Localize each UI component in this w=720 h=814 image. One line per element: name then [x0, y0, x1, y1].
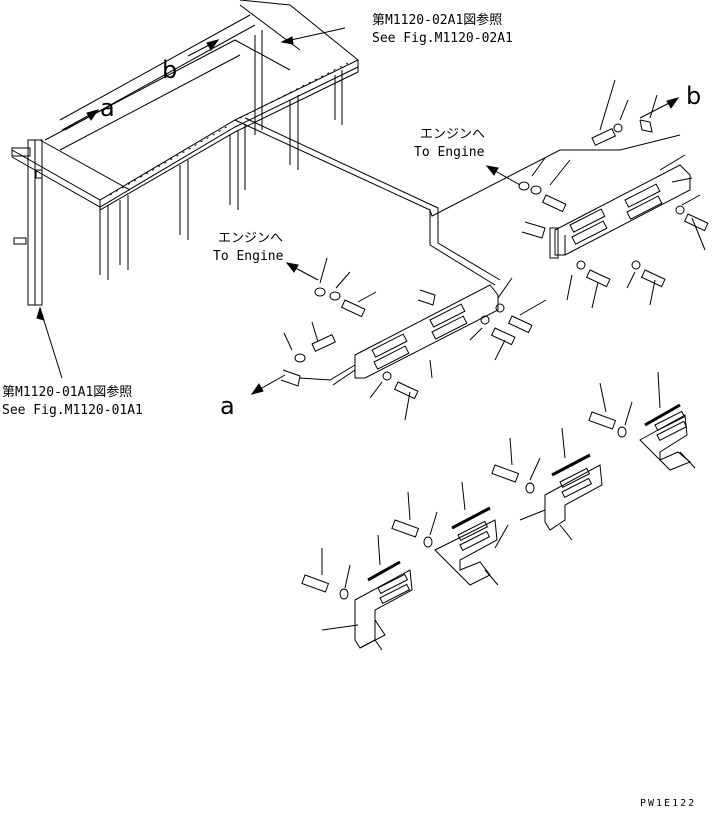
clip-assembly-1 [302, 535, 412, 650]
upper-right-fasteners [519, 80, 708, 308]
left-reference-jp: 第M1120-01A1図参照 [2, 385, 133, 400]
arrow-letter-a-left: a [220, 392, 235, 420]
drawing-code: PW1E122 [640, 798, 697, 809]
vehicle-frame [12, 0, 500, 305]
middle-bracket [281, 285, 498, 386]
engine-label-lower-en: To Engine [213, 249, 284, 264]
engine-label-upper-jp: エンジンへ [420, 127, 486, 142]
clip-assembly-2 [392, 482, 508, 585]
clip-assembly-3 [492, 428, 602, 540]
engine-label-lower-jp: エンジンへ [218, 231, 284, 246]
top-reference-jp: 第M1120-02A1図参照 [372, 13, 503, 28]
middle-fasteners [284, 258, 546, 420]
clip-assembly-4 [589, 372, 695, 470]
arrow-letter-b-right: b [686, 82, 702, 110]
left-reference-en: See Fig.M1120-01A1 [2, 403, 143, 418]
arrow-letter-a-frame: a [100, 94, 115, 122]
arrow-letter-b-frame: b [162, 56, 178, 84]
top-reference-en: See Fig.M1120-02A1 [372, 31, 513, 46]
reference-arrows [37, 28, 678, 394]
engine-label-upper-en: To Engine [414, 145, 485, 160]
upper-right-bracket [430, 120, 690, 258]
